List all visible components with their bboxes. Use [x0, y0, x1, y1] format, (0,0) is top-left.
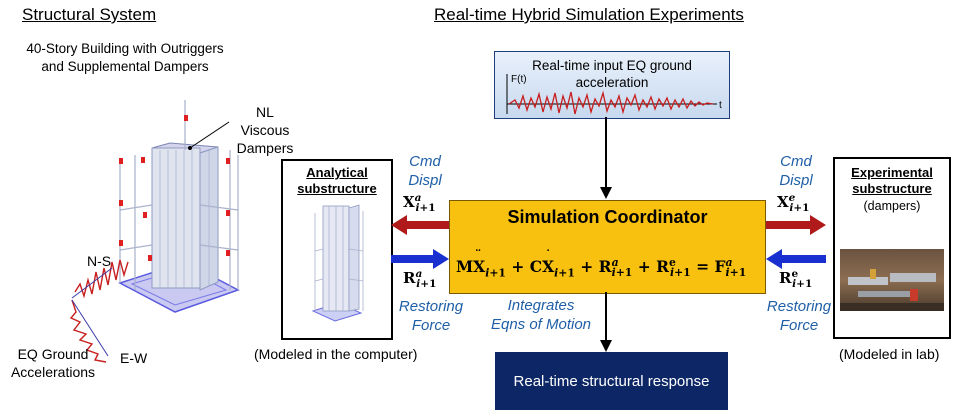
rths-heading: Real-time Hybrid Simulation Experiments: [434, 5, 744, 24]
integrates-line1: Integrates: [507, 297, 575, 314]
experimental-substructure-box: Experimental substructure (dampers): [833, 157, 951, 339]
right-cmd-line1: Cmd: [780, 153, 812, 170]
lab-photo: [840, 249, 944, 311]
analytical-model-drawing: [311, 204, 364, 322]
right-cmd-arrow: [766, 215, 826, 235]
simulation-coordinator-box: Simulation Coordinator MX¨i+1 + CX˙i+1 +…: [449, 200, 766, 294]
analytical-substructure-title: Analytical substructure: [283, 165, 391, 197]
analytical-title-line1: Analytical: [306, 165, 368, 180]
experimental-substructure-sub: (dampers): [863, 199, 921, 213]
damper-markers: [119, 115, 230, 261]
input-eq-box: Real-time input EQ ground acceleration F…: [494, 51, 730, 119]
building-description-line1: 40-Story Building with Outriggers: [26, 41, 224, 56]
eq-label-line2: Accelerations: [10, 364, 96, 380]
right-cmd-line2: Displ: [779, 172, 813, 189]
analytical-substructure-box: Analytical substructure: [281, 159, 393, 340]
ew-direction-label: E-W: [120, 350, 148, 366]
left-restoring-line2: Force: [411, 317, 451, 334]
coordinator-to-response-arrow: [600, 292, 612, 352]
right-restoring-line2: Force: [779, 317, 819, 334]
input-eq-signal: [506, 74, 717, 115]
right-r-force-symbol: Rei+1: [779, 268, 813, 290]
coordinator-title: Simulation Coordinator: [507, 207, 708, 227]
experimental-note: (Modeled in lab): [839, 346, 940, 362]
eq-label-line1: EQ Ground: [17, 346, 89, 362]
dampers-label-line1: NL Viscous: [240, 104, 290, 138]
right-restoring-line1: Restoring: [766, 298, 832, 315]
input-eq-line2: acceleration: [575, 75, 649, 90]
structural-system-heading: Structural System: [22, 5, 157, 24]
left-cmd-line1: Cmd: [409, 153, 441, 170]
input-axis-y-label: F(t): [511, 74, 527, 85]
left-restoring-line1: Restoring: [398, 298, 464, 315]
input-to-coordinator-arrow: [600, 117, 612, 199]
left-cmd-line2: Displ: [408, 172, 442, 189]
equation-of-motion: MX¨i+1 + CX˙i+1 + Rai+1 + Rei+1 = Fai+1: [456, 248, 747, 280]
structural-response-box: Real-time structural response: [495, 352, 728, 410]
experimental-title-line2: substructure: [852, 181, 932, 196]
left-cmd-arrow: [391, 215, 449, 235]
left-x-command-symbol: Xai+1: [403, 192, 436, 214]
integrates-line2: Eqns of Motion: [490, 316, 592, 333]
ew-ground-motion-trace: [69, 299, 107, 363]
nl-viscous-dampers-label: NL Viscous Dampers: [230, 103, 300, 157]
damper-pointer-line: [189, 121, 230, 149]
input-eq-text: Real-time input EQ ground acceleration: [495, 57, 729, 91]
right-x-command-symbol: Xei+1: [777, 192, 810, 214]
left-restoring-force-label: Restoring Force: [391, 297, 471, 335]
analytical-note: (Modeled in the computer): [254, 346, 418, 362]
integrates-label: Integrates Eqns of Motion: [486, 296, 596, 334]
right-restoring-force-label: Restoring Force: [759, 297, 839, 335]
left-r-force-symbol: Rai+1: [403, 268, 437, 290]
left-force-arrow: [391, 249, 449, 269]
building-description-line2: and Supplemental Dampers: [41, 59, 209, 74]
experimental-substructure-title: Experimental substructure: [835, 165, 949, 197]
ns-direction-label: N-S: [87, 253, 112, 269]
analytical-title-line2: substructure: [297, 181, 377, 196]
experimental-title-line1: Experimental: [851, 165, 933, 180]
input-axis-x-label: t: [719, 100, 722, 111]
eq-ground-accelerations-label: EQ Ground Accelerations: [3, 345, 103, 381]
building-description: 40-Story Building with Outriggers and Su…: [10, 40, 240, 76]
ns-ground-motion-trace: [74, 259, 129, 299]
right-force-arrow: [766, 249, 826, 269]
dampers-label-line2: Dampers: [236, 140, 294, 156]
left-cmd-displ-label: Cmd Displ: [395, 152, 455, 190]
input-eq-line1: Real-time input EQ ground: [532, 58, 692, 73]
right-cmd-displ-label: Cmd Displ: [766, 152, 826, 190]
